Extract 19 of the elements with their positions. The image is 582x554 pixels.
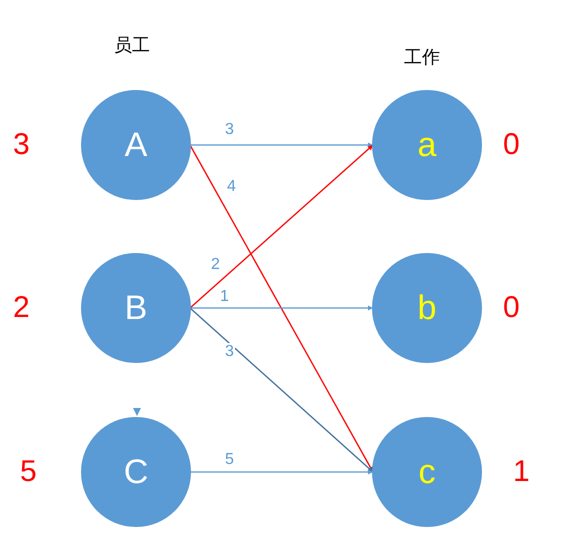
node-label: b <box>416 288 438 328</box>
arrow <box>190 142 373 148</box>
column-heading: 员工 <box>114 34 150 56</box>
weight-value: 5 <box>20 455 37 489</box>
node-label: c <box>418 452 436 492</box>
node-label: B <box>124 288 148 328</box>
weight-value: 2 <box>13 291 30 325</box>
node-label: A <box>124 125 148 165</box>
column-heading: 工作 <box>404 46 440 68</box>
arrow <box>190 469 373 475</box>
weight-value: 3 <box>13 128 30 162</box>
weight-value: 0 <box>503 291 520 325</box>
arrow <box>190 305 373 311</box>
arrow <box>190 308 374 472</box>
node-label: C <box>122 452 150 492</box>
weight-value: 0 <box>503 128 520 162</box>
arrow <box>190 144 374 308</box>
weight-value: 1 <box>513 455 530 489</box>
node-label: a <box>416 125 438 165</box>
